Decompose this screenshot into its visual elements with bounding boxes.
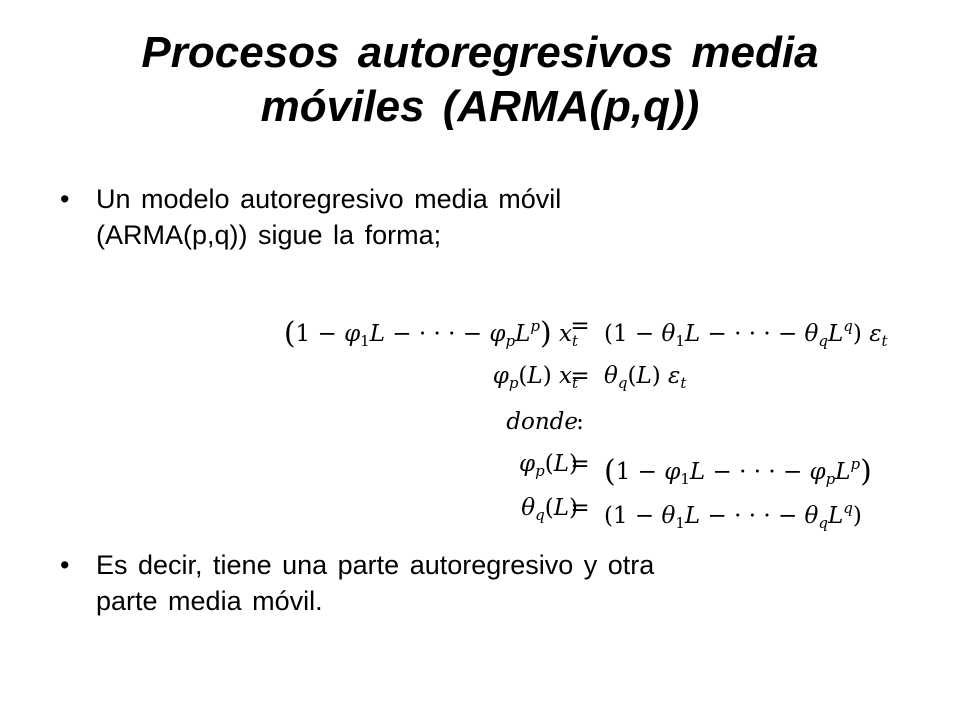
bullet-line-1: Es decir, tiene una parte autoregresivo … (96, 550, 655, 580)
equation-row-5: θq(L) = (1 − θ1L − · · · − θqLq) (198, 486, 938, 532)
bullet-marker: • (60, 184, 70, 214)
equals-sign: = (570, 451, 590, 477)
bullet-marker: • (60, 550, 70, 580)
bullet-text: Un modelo autoregresivo media móvil (ARM… (96, 181, 880, 253)
equation-5-lhs: θq(L) (521, 495, 578, 524)
equation-row-1: (1 − φ1L − · · · − φpLp) xt = (1 − θ1L −… (198, 304, 938, 351)
slide-title: Procesos autoregresivos media móviles (A… (40, 26, 920, 134)
bullet-intro: • Un modelo autoregresivo media móvil (A… (60, 181, 880, 253)
equation-1-lhs: (1 − φ1L − · · · − φpLp) xt (283, 316, 578, 351)
bullet-text: Es decir, tiene una parte autoregresivo … (96, 547, 880, 619)
title-line-2: móviles (ARMA(p,q)) (260, 82, 700, 131)
equation-row-4: φp(L) = (1 − φ1L − · · · − φpLp) (198, 442, 938, 489)
equation-row-2: φp(L) xt = θq(L) εt (198, 354, 938, 398)
equation-1-rhs: (1 − θ1L − · · · − θqLq) εt (604, 317, 888, 350)
equation-5-rhs: (1 − θ1L − · · · − θqLq) (604, 499, 862, 532)
bullet-line-2: (ARMA(p,q)) sigue la forma; (96, 220, 442, 250)
title-line-1: Procesos autoregresivos media (141, 28, 819, 77)
donde-label: donde (506, 409, 578, 435)
arma-equations: (1 − φ1L − · · · − φpLp) xt = (1 − θ1L −… (198, 298, 938, 532)
equation-4-rhs: (1 − φ1L − · · · − φpLp) (604, 454, 872, 489)
equals-sign: = (570, 495, 590, 521)
bullet-conclusion: • Es decir, tiene una parte autoregresiv… (60, 547, 880, 619)
equals-sign: = (570, 363, 590, 389)
bullet-line-1: Un modelo autoregresivo media móvil (96, 184, 562, 214)
equation-2-lhs: φp(L) xt (492, 363, 578, 392)
bullet-line-2: parte media móvil. (96, 586, 323, 616)
equation-4-lhs: φp(L) (519, 451, 578, 480)
colon-sign: : (576, 409, 584, 435)
equation-row-3: donde : (198, 400, 938, 444)
equation-2-rhs: θq(L) εt (604, 363, 687, 392)
equals-sign: = (570, 313, 590, 339)
